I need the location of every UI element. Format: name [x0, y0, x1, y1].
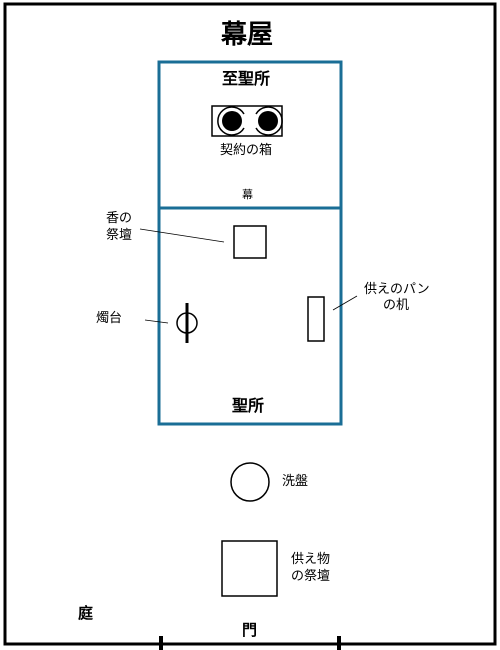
incense-altar-shape [233, 225, 267, 259]
incense-altar-label-line2: 祭壇 [106, 228, 133, 243]
laver-label: 洗盤 [282, 474, 309, 489]
showbread-table-label-line1: 供えのパン [364, 282, 430, 297]
showbread-table-leader [332, 295, 358, 311]
offering-altar-shape [221, 540, 278, 597]
showbread-table-label-line2: の机 [383, 298, 410, 313]
lampstand-label: 燭台 [96, 311, 123, 326]
holy-of-holies-label: 至聖所 [222, 69, 271, 88]
courtyard-boundary [3, 2, 497, 646]
ark-label: 契約の箱 [220, 143, 273, 158]
courtyard-label: 庭 [78, 604, 94, 622]
gate-label: 門 [242, 621, 258, 639]
veil-label: 幕 [242, 188, 253, 201]
holy-place-room [157, 206, 343, 426]
offering-altar-label-line1: 供え物 [291, 552, 331, 567]
diagram-title: 幕屋 [221, 20, 274, 50]
holy-place-label: 聖所 [232, 396, 265, 415]
incense-altar-leader [139, 228, 225, 243]
ark-of-covenant-icon [211, 105, 283, 137]
lampstand-leader [144, 319, 169, 324]
laver-shape [230, 462, 270, 502]
offering-altar-label-line2: の祭壇 [291, 569, 331, 584]
lampstand-icon [176, 303, 198, 343]
incense-altar-label-line1: 香の [106, 211, 133, 226]
showbread-table-shape [307, 296, 325, 342]
